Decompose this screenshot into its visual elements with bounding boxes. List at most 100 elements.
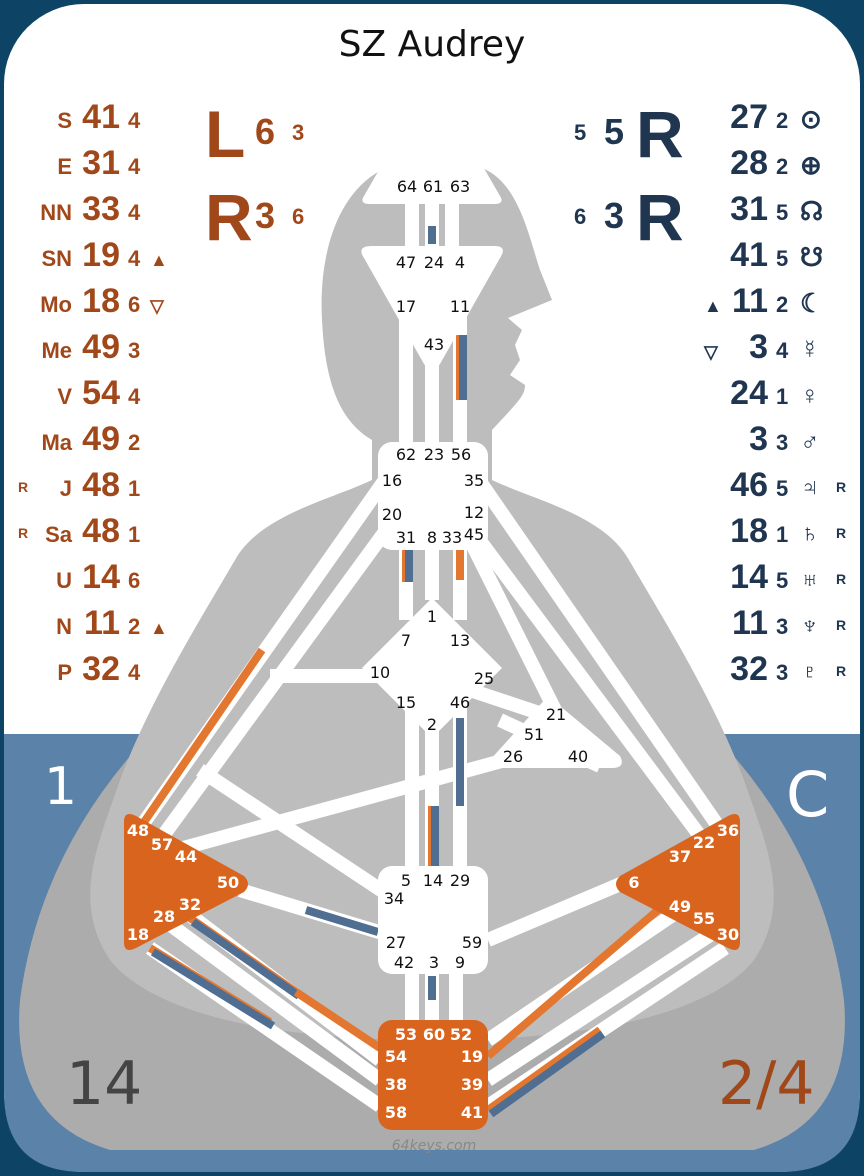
design-variable-number: 6 <box>255 111 275 152</box>
gate-label: 21 <box>546 705 566 724</box>
personality-line: 2 <box>776 108 788 133</box>
channel-activation <box>293 988 383 1052</box>
personality-line: 3 <box>776 660 788 685</box>
channel-activation <box>136 647 266 831</box>
design-gate: 54 <box>82 374 120 412</box>
channel-line <box>196 764 400 906</box>
personality-line: 3 <box>776 430 788 455</box>
gate-label: 11 <box>450 297 470 316</box>
personality-symbol: ⊕ <box>800 150 822 180</box>
design-label: P <box>57 660 72 685</box>
personality-symbol: ♆ <box>800 610 820 640</box>
design-line: 2 <box>128 614 140 639</box>
personality-suffix: R <box>836 525 846 541</box>
personality-suffix: R <box>836 663 846 679</box>
center-g <box>362 598 502 738</box>
gate-label: 24 <box>424 253 444 272</box>
personality-gate: 24 <box>730 374 768 412</box>
gate-label: 48 <box>127 821 149 840</box>
design-line: 4 <box>128 384 141 409</box>
gate-label: 26 <box>503 747 523 766</box>
gate-label: 7 <box>401 631 411 650</box>
gate-label: 52 <box>450 1025 472 1044</box>
design-variable-sub: 6 <box>292 204 304 229</box>
design-label: NN <box>40 200 72 225</box>
gate-label: 10 <box>370 663 390 682</box>
design-line: 4 <box>128 246 141 271</box>
personality-symbol: ☾ <box>800 288 823 318</box>
personality-gate: 11 <box>732 604 768 642</box>
design-gate: 48 <box>82 466 120 504</box>
gate-label: 53 <box>395 1025 417 1044</box>
personality-variable-letter: R <box>636 97 684 171</box>
corner-bottom-left: 14 <box>66 1049 142 1119</box>
personality-gate: 3 <box>749 328 768 366</box>
gate-label: 54 <box>385 1047 407 1066</box>
design-label: N <box>56 614 72 639</box>
design-variable-letter: L <box>205 97 245 171</box>
design-gate: 14 <box>82 558 120 596</box>
gate-label: 60 <box>423 1025 445 1044</box>
gate-label: 20 <box>382 505 402 524</box>
gate-label: 6 <box>628 873 639 892</box>
design-label: E <box>57 154 72 179</box>
gate-label: 5 <box>401 871 411 890</box>
design-line: 6 <box>128 568 140 593</box>
personality-gate: 31 <box>730 190 768 228</box>
gate-label: 16 <box>382 471 402 490</box>
design-gate: 32 <box>82 650 120 688</box>
channel-line <box>466 525 706 841</box>
design-gate: 18 <box>82 282 120 320</box>
personality-symbol: ☋ <box>800 242 823 272</box>
personality-line: 5 <box>776 476 788 501</box>
channel-line <box>167 920 385 1086</box>
gate-label: 56 <box>451 445 471 464</box>
gate-label: 36 <box>717 821 739 840</box>
personality-symbol: ☊ <box>800 196 823 226</box>
gate-label: 27 <box>386 933 406 952</box>
design-line: 6 <box>128 292 140 317</box>
channel-line <box>485 873 633 947</box>
personality-symbol: ♃ <box>800 472 820 502</box>
design-line: 3 <box>128 338 140 363</box>
design-prefix: R <box>18 479 28 495</box>
gate-label: 58 <box>385 1103 407 1122</box>
personality-symbol: ⊙ <box>800 104 822 134</box>
personality-symbol: ♂ <box>800 426 820 456</box>
channel-activation <box>304 906 380 936</box>
gate-label: 50 <box>217 873 239 892</box>
personality-gate: 18 <box>730 512 768 550</box>
personality-gate: 11 <box>732 282 768 320</box>
design-label: SN <box>41 246 72 271</box>
design-gate: 41 <box>82 98 120 136</box>
gate-label: 30 <box>717 925 739 944</box>
personality-symbol: ♅ <box>800 564 820 594</box>
personality-mark: ▽ <box>703 342 719 362</box>
centers-layer <box>124 78 740 1130</box>
design-line: 2 <box>128 430 140 455</box>
personality-gate: 32 <box>730 650 768 688</box>
design-line: 4 <box>128 200 141 225</box>
design-variables: L 6 3 R 3 6 <box>205 97 304 254</box>
gate-label: 8 <box>427 528 437 547</box>
personality-symbol: ♄ <box>800 518 820 548</box>
design-line: 4 <box>128 154 141 179</box>
personality-symbol: ♀ <box>800 380 820 410</box>
personality-line: 3 <box>776 614 788 639</box>
personality-line: 4 <box>776 338 789 363</box>
channel-line <box>484 929 714 1086</box>
center-throat <box>378 442 488 550</box>
personality-symbol: ☿ <box>800 334 820 364</box>
personality-symbol: ♇ <box>800 656 820 686</box>
design-prefix: R <box>18 525 28 541</box>
corner-top-left: 1 <box>44 757 77 817</box>
personality-variable-sub: 5 <box>574 120 586 145</box>
gate-label: 18 <box>127 925 149 944</box>
gate-label: 4 <box>455 253 465 272</box>
design-label: Ma <box>41 430 72 455</box>
design-mark: ▲ <box>150 618 168 638</box>
channel-line <box>463 536 563 716</box>
